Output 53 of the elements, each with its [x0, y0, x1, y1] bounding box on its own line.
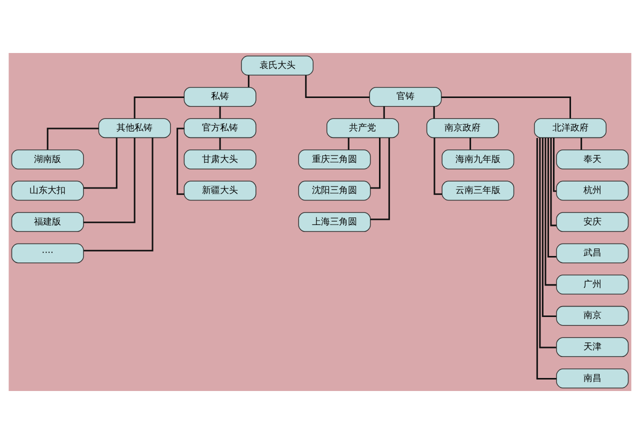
connector — [434, 138, 442, 195]
connector — [219, 106, 221, 118]
connector — [84, 138, 118, 189]
connector — [544, 138, 556, 286]
node-box: 上海三角圆 — [298, 212, 371, 232]
node-box: 北洋政府 — [534, 118, 606, 138]
connector — [539, 138, 556, 348]
node-box: 南京政府 — [426, 118, 499, 138]
node-box: 福建版 — [11, 212, 84, 232]
node-box: 广州 — [556, 274, 629, 294]
node-box: 沈阳三角圆 — [298, 180, 371, 201]
node-box: 共产党 — [326, 118, 399, 138]
connector — [370, 138, 381, 189]
node-box: 官铸 — [369, 86, 442, 107]
node-box: 甘肃大头 — [184, 150, 256, 170]
connector — [370, 138, 390, 220]
connector — [219, 138, 221, 150]
connector — [84, 138, 136, 224]
node-box: 私铸 — [184, 86, 256, 107]
node-box: 湖南版 — [11, 150, 84, 170]
connector — [542, 138, 556, 317]
node-box: 安庆 — [556, 212, 629, 232]
connector — [46, 128, 99, 150]
connector — [553, 138, 556, 192]
connector — [550, 138, 556, 226]
connector — [176, 128, 184, 195]
node-box: 奉天 — [556, 150, 629, 170]
connector — [305, 75, 370, 98]
node-box: 天津 — [556, 337, 629, 358]
node-box: 其他私铸 — [98, 118, 171, 138]
connector — [348, 138, 350, 150]
connector — [383, 106, 385, 118]
node-box: 云南三年版 — [442, 180, 514, 201]
node-box: 山东大扣 — [11, 180, 84, 201]
connector — [134, 96, 184, 118]
connector — [248, 75, 250, 88]
node-box: 海南九年版 — [442, 150, 514, 170]
node-box: 官方私铸 — [184, 118, 256, 138]
node-box: 武昌 — [556, 243, 629, 264]
node-box: 南昌 — [556, 368, 629, 388]
connector — [84, 138, 154, 252]
connector — [536, 138, 556, 380]
node-box: 杭州 — [556, 180, 629, 201]
node-box: 南京 — [556, 306, 629, 326]
node-box: 重庆三角圆 — [298, 150, 371, 170]
node-box: 新疆大头 — [184, 180, 256, 201]
connector — [580, 138, 582, 150]
connector — [547, 138, 556, 258]
connector — [470, 138, 472, 150]
connector — [441, 96, 572, 118]
node-box: 袁氏大头 — [241, 56, 314, 76]
connector — [433, 106, 435, 118]
node-box: ···· — [11, 243, 84, 264]
